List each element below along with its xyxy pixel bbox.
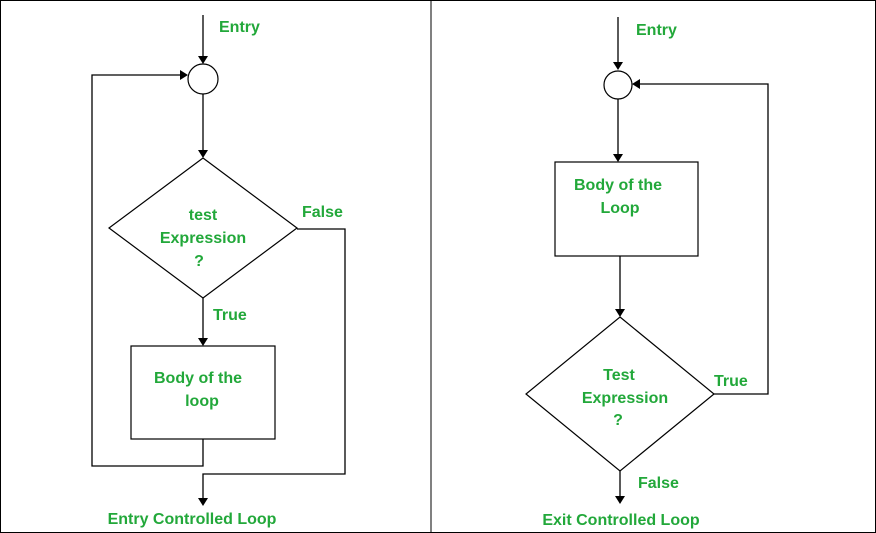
true-branch-line bbox=[640, 83, 769, 395]
true-branch-arrowhead bbox=[632, 79, 640, 89]
connector-arrowhead bbox=[198, 150, 208, 158]
test-label-line2: Expression bbox=[160, 230, 246, 247]
false-label: False bbox=[638, 475, 679, 492]
false-branch-line bbox=[202, 228, 346, 498]
body-label-line2: loop bbox=[185, 393, 219, 410]
false-label: False bbox=[302, 204, 343, 221]
body-label-line1: Body of the bbox=[574, 177, 662, 194]
loop-body-box bbox=[554, 161, 699, 257]
body-label-line1: Body of the bbox=[154, 370, 242, 387]
connector-arrowhead bbox=[613, 154, 623, 162]
true-arrowhead bbox=[198, 338, 208, 346]
exit-loop-caption: Exit Controlled Loop bbox=[542, 512, 700, 529]
loop-body-box bbox=[130, 345, 276, 440]
entry-label: Entry bbox=[636, 22, 677, 39]
test-expression-diamond bbox=[107, 157, 299, 299]
entry-arrowhead bbox=[198, 56, 208, 64]
entry-arrowhead bbox=[613, 62, 623, 70]
true-label: True bbox=[714, 373, 748, 390]
exit-controlled-loop-panel: Entry Body of the Loop Test Expression ?… bbox=[525, 17, 769, 529]
test-label-line2: Expression bbox=[582, 390, 668, 407]
entry-label: Entry bbox=[219, 19, 260, 36]
test-label-line1: Test bbox=[603, 367, 635, 384]
loop-back-arrowhead bbox=[180, 70, 188, 80]
exit-arrowhead bbox=[198, 498, 208, 506]
loop-back-line bbox=[91, 74, 204, 467]
entry-loop-caption: Entry Controlled Loop bbox=[108, 511, 277, 528]
body-to-test-arrowhead bbox=[615, 309, 625, 317]
entry-controlled-loop-panel: Entry test Expression ? False True Body … bbox=[91, 15, 346, 528]
test-label-line1: test bbox=[189, 207, 218, 224]
true-label: True bbox=[213, 307, 247, 324]
junction-circle bbox=[187, 63, 219, 95]
false-arrowhead bbox=[615, 496, 625, 504]
body-label-line2: Loop bbox=[600, 200, 639, 217]
junction-circle bbox=[603, 70, 633, 100]
test-label-line3: ? bbox=[613, 412, 623, 429]
test-label-line3: ? bbox=[194, 253, 204, 270]
